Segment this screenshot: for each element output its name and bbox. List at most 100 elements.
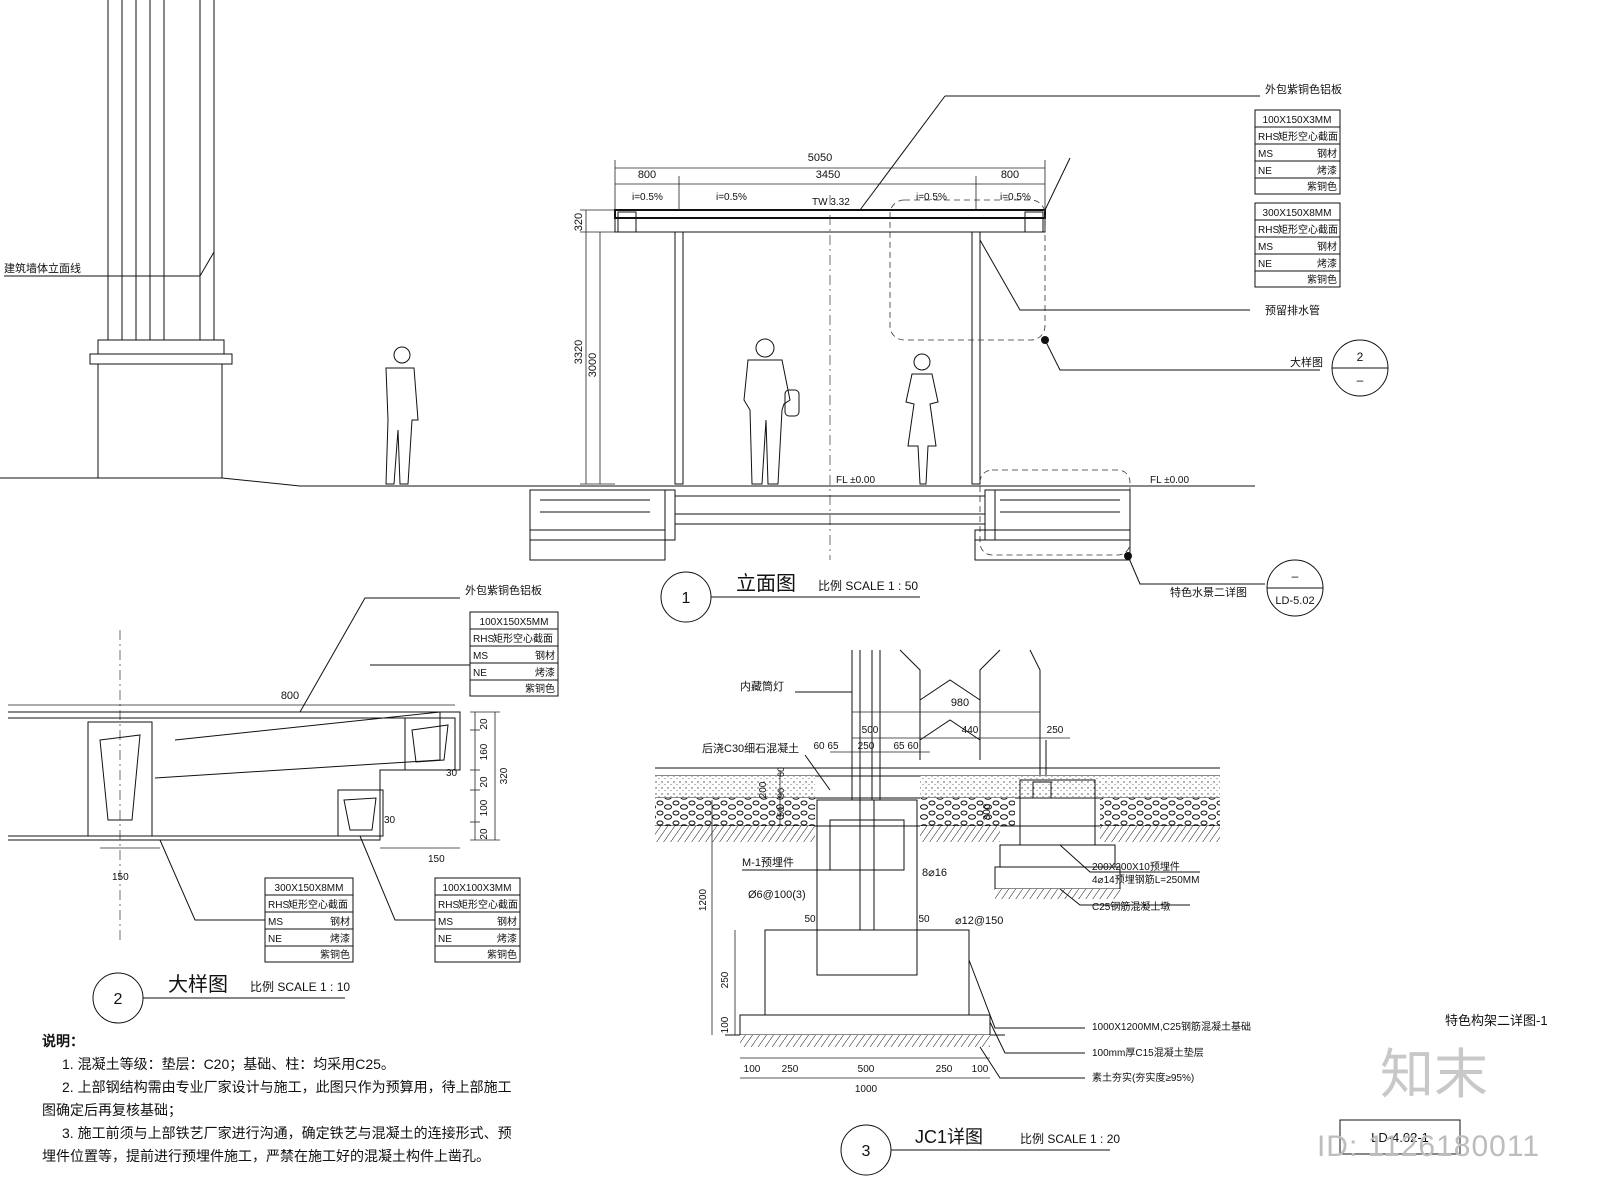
- person-figure-1: [385, 346, 419, 485]
- tw-level: TW 3.32: [812, 197, 850, 208]
- jc1-dim-500t: 500: [862, 725, 879, 736]
- jc1-light-label: 内藏筒灯: [740, 679, 784, 693]
- jc1-dim-440: 440: [962, 725, 979, 736]
- detail-view: 800 20 160 20 100 20 320 30 30 150 150 外…: [8, 583, 542, 1024]
- spec-c-color: 紫铜色: [525, 682, 555, 695]
- view-number-2: 2: [114, 991, 123, 1008]
- dim-left: 800: [638, 169, 656, 181]
- jc1-dim-250t: 250: [1047, 725, 1064, 736]
- jc1-dim-b100b: 100: [972, 1064, 989, 1075]
- logo-mark: 知末: [1380, 1043, 1488, 1106]
- spec-d-color: 紫铜色: [320, 948, 350, 961]
- detail-dim-20a: 20: [479, 718, 490, 730]
- spec-b-size: 300X150X8MM: [1263, 208, 1332, 219]
- jc1-rebar8-label: 8⌀16: [922, 867, 947, 879]
- spec-c-ne-text: 烤漆: [535, 666, 555, 679]
- dim-mid: 3450: [816, 169, 840, 181]
- fl-level-2: FL ±0.00: [1150, 475, 1189, 486]
- spec-a-size: 100X150X3MM: [1263, 115, 1332, 126]
- spec-d-ne: NE: [268, 934, 282, 945]
- spec-a-ne-text: 烤漆: [1317, 164, 1337, 177]
- sheet-title: 特色构架二详图-1: [1445, 1013, 1548, 1028]
- sheet-number-box: [1339, 1119, 1461, 1155]
- detail-dim-150a: 150: [428, 854, 445, 865]
- dim-right: 800: [1001, 169, 1019, 181]
- jc1-dim-90: 90: [776, 788, 786, 798]
- jc1-dim-b100a: 100: [744, 1064, 761, 1075]
- spec-a-ms-text: 钢材: [1317, 147, 1337, 160]
- water-ref-label: 特色水景二详图: [1170, 585, 1247, 599]
- jc1-dim-50c: 50: [918, 914, 930, 925]
- spec-e-ms: MS: [438, 917, 453, 928]
- dim-h-total: 3320: [573, 340, 585, 364]
- spec-e-ne-text: 烤漆: [497, 932, 517, 945]
- spec-a-rhs-text: 矩形空心截面: [1278, 130, 1338, 143]
- spec-b-ne-text: 烤漆: [1317, 257, 1337, 270]
- jc1-dim-60: 60: [776, 767, 786, 777]
- detail-dim-30a: 30: [446, 768, 458, 779]
- jc1-dim-50b: 50: [804, 914, 816, 925]
- detail-ref-sheet: –: [1357, 373, 1364, 387]
- wall-line-label: 建筑墙体立面线: [4, 261, 81, 275]
- elevation-dimensions: [580, 160, 1046, 485]
- jc1-concrete-label: 后浇C30细石混凝土: [702, 741, 799, 755]
- note-item-3: 3. 施工前须与上部铁艺厂家进行沟通，确定铁艺与混凝土的连接形式、预: [62, 1125, 512, 1141]
- jc1-dim-b1000: 1000: [855, 1084, 878, 1095]
- spec-table-c: 100X150X5MM RHS 矩形空心截面 MS 钢材 NE 烤漆 紫铜色: [469, 611, 559, 697]
- person-figure-2: [743, 338, 800, 485]
- detail-dim-100: 100: [479, 799, 490, 816]
- spec-b-ms: MS: [1258, 242, 1273, 253]
- detail-dim-150b: 150: [112, 872, 129, 883]
- jc1-dim-6560: 65 60: [893, 741, 918, 752]
- jc1-scale: 比例 SCALE 1 : 20: [1020, 1132, 1120, 1146]
- jc1-pier-label: C25钢筋混凝土墩: [1092, 900, 1170, 913]
- note-item-2b: 图确定后再复核基础；: [42, 1102, 182, 1118]
- detail-dim-800: 800: [281, 690, 299, 702]
- spec-c-size: 100X150X5MM: [480, 617, 549, 628]
- spec-e-rhs-text: 矩形空心截面: [458, 898, 518, 911]
- spec-a-rhs: RHS: [1258, 132, 1279, 143]
- detail-dim-20c: 20: [479, 828, 490, 840]
- pergola-foundation: [529, 489, 1131, 561]
- note-item-2: 2. 上部钢结构需由专业厂家设计与施工，此图只作为预算用，待上部施工: [62, 1079, 512, 1095]
- note-item-1: 1. 混凝土等级：垫层：C20；基础、柱：均采用C25。: [62, 1056, 395, 1072]
- spec-b-ms-text: 钢材: [1317, 240, 1337, 253]
- person-figure-3: [905, 353, 939, 485]
- jc1-dim-b250a: 250: [782, 1064, 799, 1075]
- detail-title: 大样图: [168, 973, 228, 996]
- detail-dim-20b: 20: [479, 776, 490, 788]
- sheet-number: LD-4.02-1: [1371, 1130, 1429, 1145]
- detail-dim-320: 320: [499, 767, 510, 784]
- spec-d-size: 300X150X8MM: [275, 883, 344, 894]
- dim-h-top: 320: [573, 213, 585, 231]
- jc1-dim-50: 50: [776, 807, 786, 817]
- view-number-3: 3: [862, 1143, 871, 1160]
- slope-2: i=0.5%: [716, 192, 747, 203]
- spec-b-rhs-text: 矩形空心截面: [1278, 223, 1338, 236]
- fl-level-1: FL ±0.00: [836, 475, 875, 486]
- spec-e-rhs: RHS: [438, 900, 459, 911]
- callout-copper-panel: 外包紫铜色铝板: [1265, 82, 1342, 96]
- drain-label: 预留排水管: [1265, 303, 1320, 317]
- detail-dim-30b: 30: [384, 815, 396, 826]
- spec-d-ms: MS: [268, 917, 283, 928]
- spec-table-b: 300X150X8MM RHS 矩形空心截面 MS 钢材 NE 烤漆 紫铜色: [1254, 202, 1341, 288]
- spec-d-rhs: RHS: [268, 900, 289, 911]
- detail-dim-160: 160: [479, 743, 490, 760]
- jc1-view: 980 500 440 250 60 65 250 65 60 200 60 9…: [655, 649, 1251, 1176]
- spec-e-ms-text: 钢材: [497, 915, 517, 928]
- watermark-id: ID: 1126180011: [1316, 1130, 1540, 1163]
- jc1-dim-980: 980: [951, 697, 969, 709]
- jc1-pad-label: 100mm厚C15混凝土垫层: [1092, 1046, 1204, 1059]
- spec-a-ms: MS: [1258, 149, 1273, 160]
- elevation-title: 立面图: [736, 572, 796, 595]
- detail-ref-label: 大样图: [1290, 355, 1323, 369]
- notes-heading: 说明：: [42, 1033, 84, 1049]
- spec-b-rhs: RHS: [1258, 225, 1279, 236]
- dim-h-col: 3000: [587, 353, 599, 377]
- jc1-title: JC1详图: [915, 1127, 983, 1147]
- jc1-dim-1200: 1200: [698, 888, 709, 911]
- dim-total: 5050: [808, 152, 832, 164]
- jc1-m1-label: M-1预埋件: [742, 856, 794, 869]
- spec-c-rhs-text: 矩形空心截面: [493, 632, 553, 645]
